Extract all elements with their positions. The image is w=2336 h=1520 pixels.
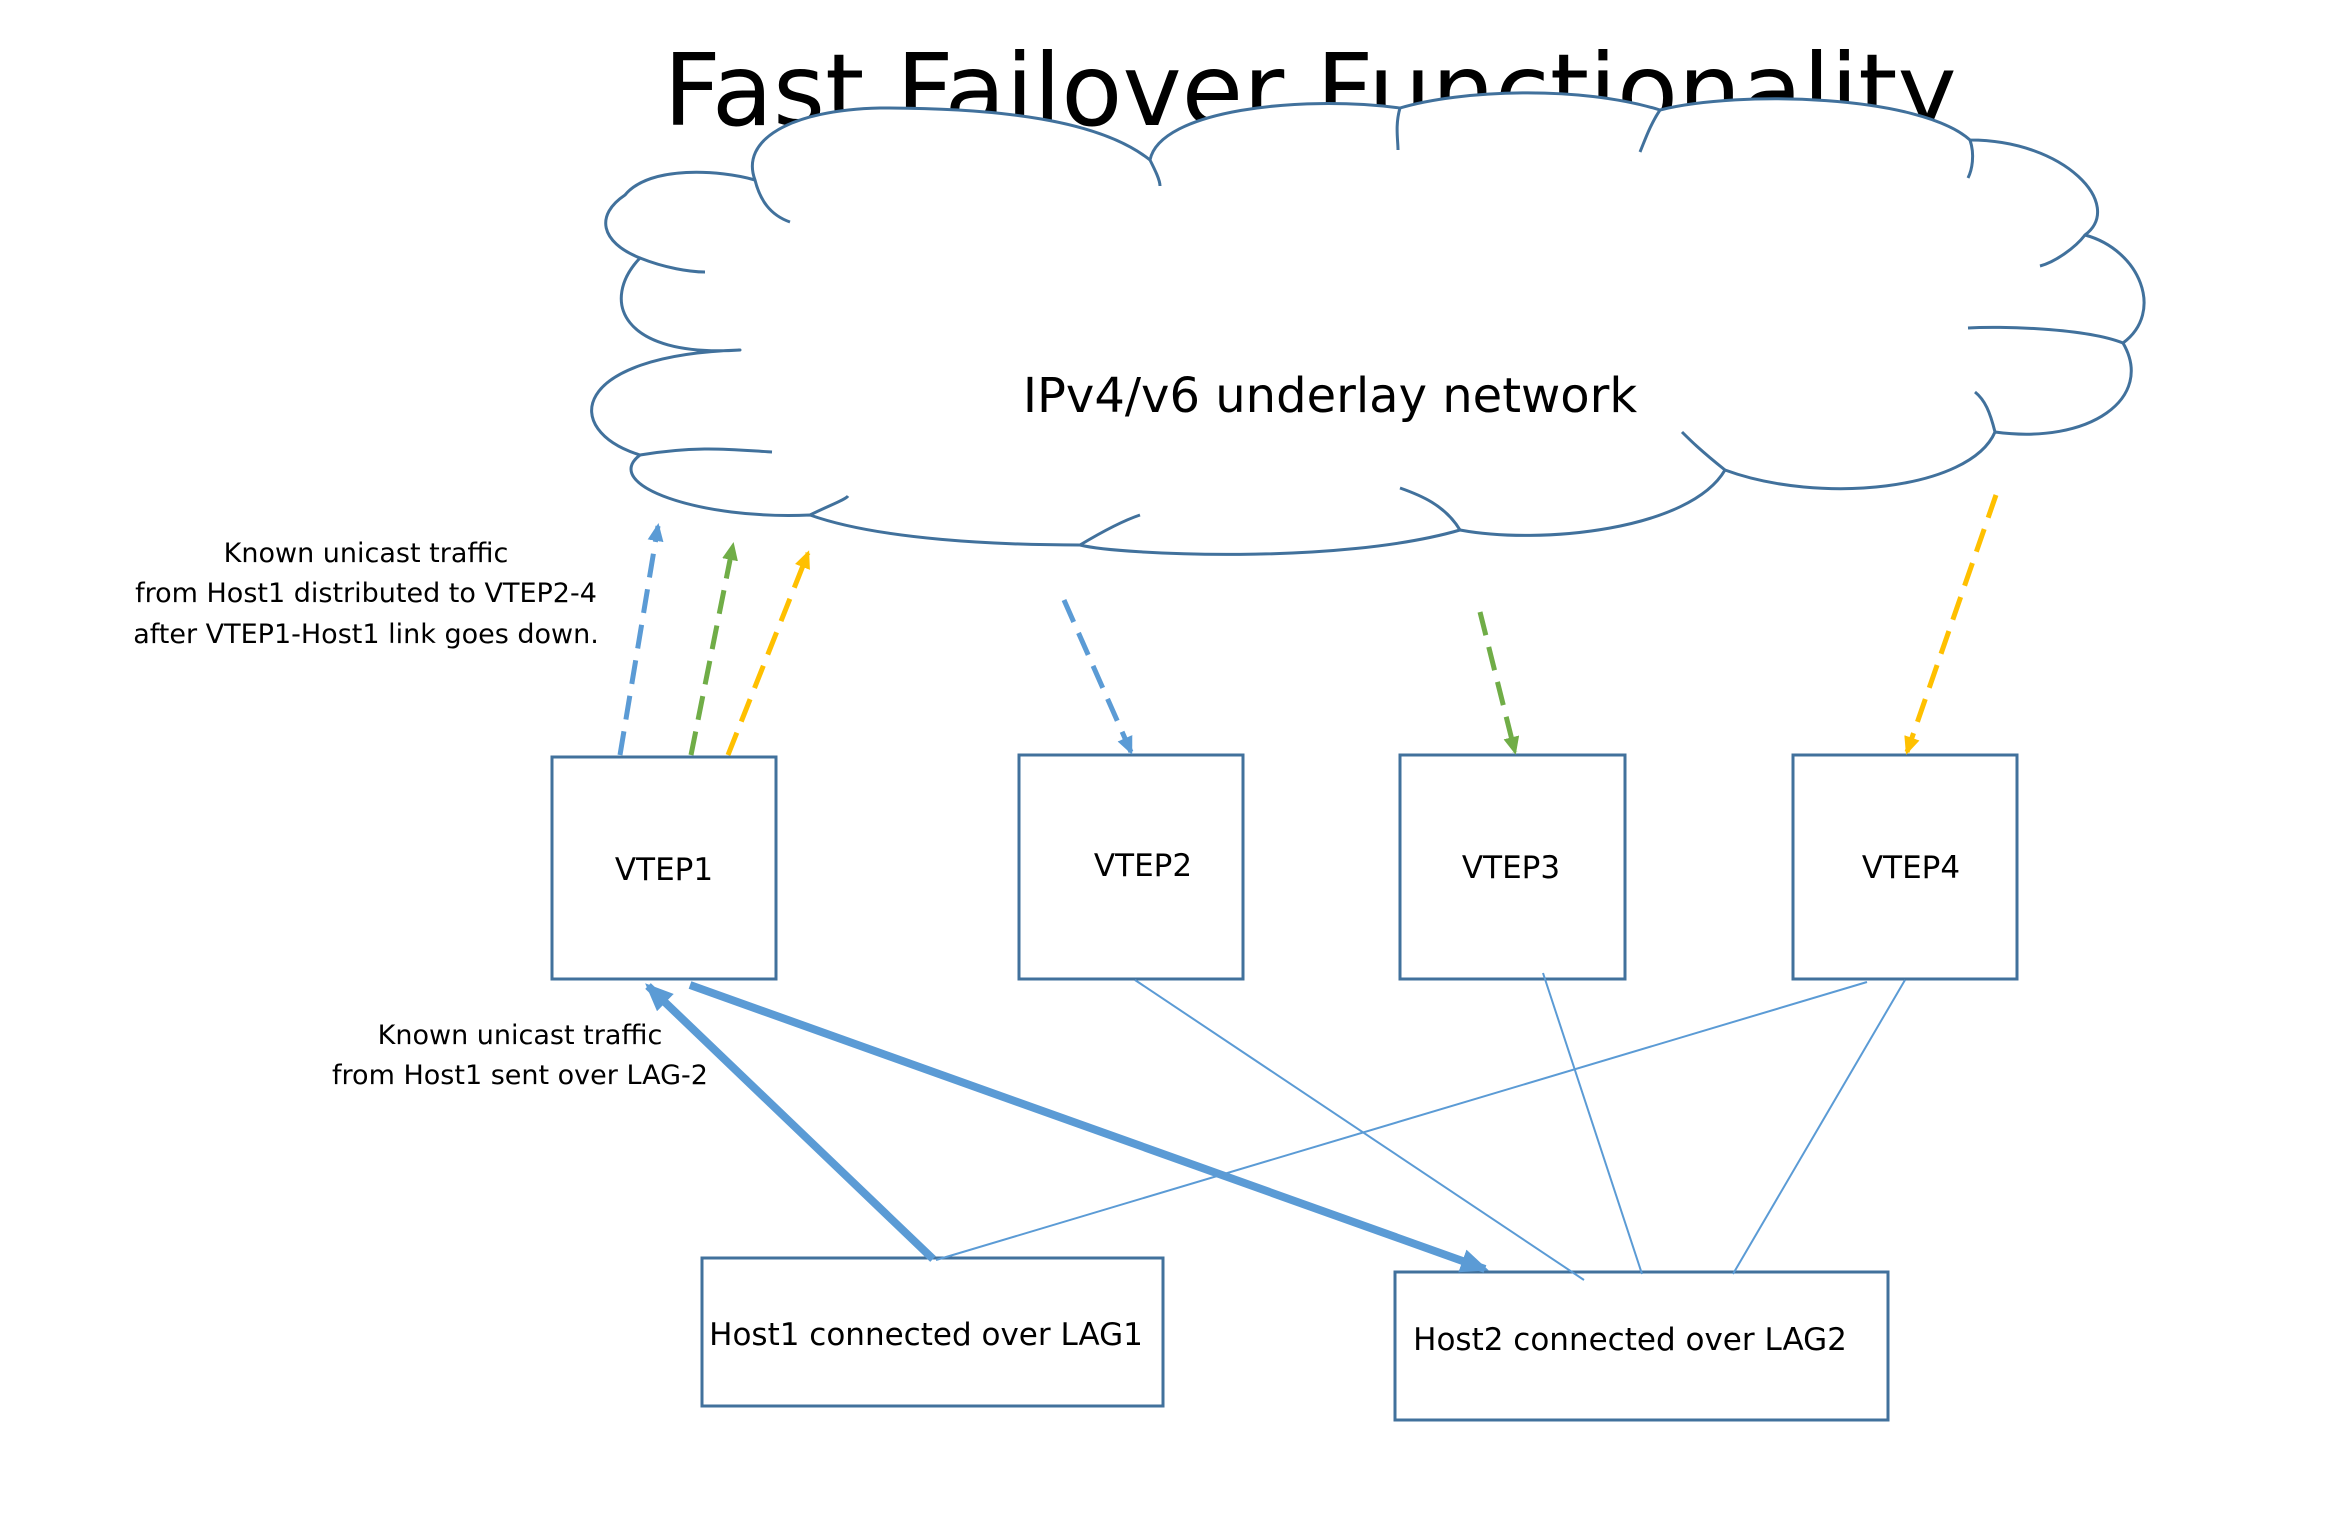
vtep-4: VTEP4 [1791, 753, 2019, 981]
vtep1-yellow-dashed-arrow [725, 550, 811, 756]
vtep-label: VTEP1 [615, 852, 713, 888]
vtep1-to-host2-arrow [688, 981, 1489, 1273]
vtep-label: VTEP4 [1862, 850, 1960, 886]
link-vtep2-host2 [1134, 979, 1585, 1281]
vtep-label: VTEP3 [1462, 850, 1560, 886]
failover-annotation: Known unicast traffic from Host1 distrib… [133, 538, 599, 650]
note-line: from Host1 sent over LAG-2 [332, 1060, 708, 1091]
note-line: from Host1 distributed to VTEP2-4 [135, 578, 597, 609]
vtep-3: VTEP3 [1398, 753, 1627, 981]
cloud-shape [590, 91, 2146, 556]
cloud-to-vtep4-dashed-arrow [1904, 494, 1999, 755]
vtep1-blue-dashed-arrow [617, 523, 664, 756]
host-label: Host1 connected over LAG1 [709, 1317, 1143, 1353]
host-label: Host2 connected over LAG2 [1413, 1322, 1847, 1358]
lag-annotation: Known unicast traffic from Host1 sent ov… [332, 1020, 708, 1091]
host1-to-vtep1-arrow [645, 983, 936, 1262]
note-line: Known unicast traffic [224, 538, 509, 569]
vtep-1: VTEP1 [550, 755, 778, 981]
note-line: after VTEP1-Host1 link goes down. [133, 619, 599, 650]
vtep-label: VTEP2 [1094, 848, 1192, 884]
host-1: Host1 connected over LAG1 [700, 1256, 1165, 1408]
link-host1-vtep4 [935, 981, 1868, 1261]
vtep-2: VTEP2 [1017, 753, 1245, 981]
note-line: Known unicast traffic [378, 1020, 663, 1051]
link-vtep3-host2 [1542, 972, 1643, 1275]
vtep1-green-dashed-arrow [688, 542, 738, 756]
cloud-to-vtep2-dashed-arrow [1061, 598, 1134, 755]
host-2: Host2 connected over LAG2 [1393, 1270, 1890, 1422]
cloud-label: IPv4/v6 underlay network [1023, 368, 1638, 424]
cloud-to-vtep3-dashed-arrow [1477, 611, 1520, 755]
link-vtep4-host2 [1732, 979, 1906, 1275]
